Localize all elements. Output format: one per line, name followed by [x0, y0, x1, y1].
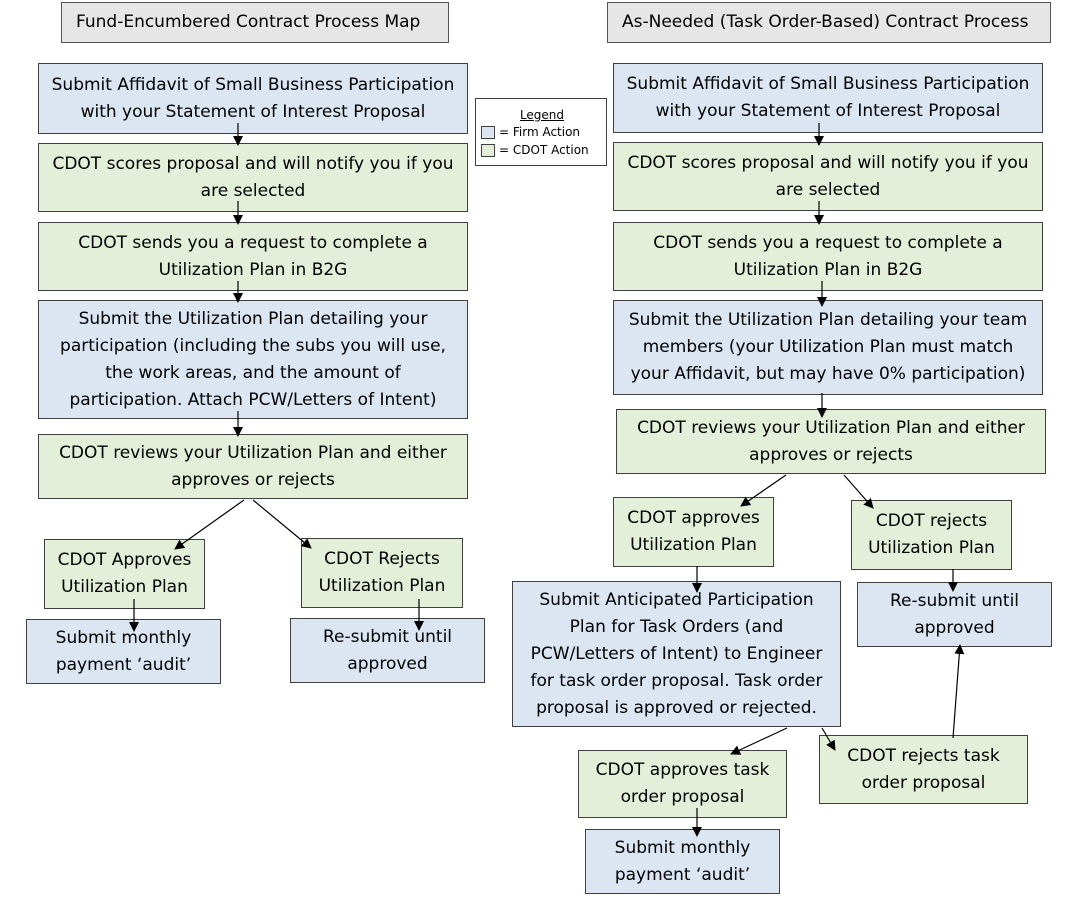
right-step-rejects: CDOT rejects Utilization Plan [851, 500, 1012, 570]
left-step-resubmit: Re-submit until approved [290, 618, 485, 683]
left-step-rejects: CDOT Rejects Utilization Plan [301, 538, 463, 608]
left-step-request: CDOT sends you a request to complete a U… [38, 222, 468, 291]
arrow-left-review-to-approves [174, 499, 245, 550]
arrow-right-review-to-approves [740, 474, 787, 507]
arrow-right-anticipated-to-approves-task [730, 727, 788, 755]
left-process-title: Fund-Encumbered Contract Process Map [61, 2, 449, 43]
right-step-affidavit: Submit Affidavit of Small Business Parti… [613, 63, 1043, 133]
right-step-submit-plan: Submit the Utilization Plan detailing yo… [613, 300, 1043, 395]
left-step-affidavit: Submit Affidavit of Small Business Parti… [38, 63, 468, 134]
left-step-scores: CDOT scores proposal and will notify you… [38, 143, 468, 212]
legend-firm-label: = Firm Action [499, 125, 581, 139]
arrow-right-anticipated-to-rejects-task [821, 727, 836, 751]
arrow-right-review-to-rejects [843, 474, 874, 509]
right-step-approves-task: CDOT approves task order proposal [578, 750, 787, 818]
legend-cdot-row: = CDOT Action [481, 141, 589, 159]
right-step-monthly-audit: Submit monthly payment ‘audit’ [585, 829, 780, 894]
right-step-review: CDOT reviews your Utilization Plan and e… [616, 409, 1046, 474]
left-step-monthly-audit: Submit monthly payment ‘audit’ [26, 619, 221, 684]
cdot-action-swatch [481, 143, 495, 157]
firm-action-swatch [481, 125, 495, 139]
right-step-anticipated-plan: Submit Anticipated Participation Plan fo… [512, 581, 841, 727]
legend: Legend = Firm Action = CDOT Action [475, 98, 607, 166]
arrow-right-rejects-task-to-resubmit [952, 644, 965, 739]
left-step-review: CDOT reviews your Utilization Plan and e… [38, 434, 468, 499]
right-step-scores: CDOT scores proposal and will notify you… [613, 142, 1043, 211]
left-step-approves: CDOT Approves Utilization Plan [44, 539, 205, 609]
right-step-rejects-task: CDOT rejects task order proposal [819, 735, 1028, 804]
left-step-submit-plan: Submit the Utilization Plan detailing yo… [38, 300, 468, 419]
arrow-left-review-to-rejects [252, 499, 312, 549]
legend-title: Legend [519, 108, 565, 122]
right-step-request: CDOT sends you a request to complete a U… [613, 222, 1043, 291]
legend-cdot-label: = CDOT Action [499, 143, 589, 157]
right-step-approves: CDOT approves Utilization Plan [613, 497, 774, 567]
right-process-title: As-Needed (Task Order-Based) Contract Pr… [607, 2, 1051, 43]
legend-firm-row: = Firm Action [481, 123, 580, 141]
